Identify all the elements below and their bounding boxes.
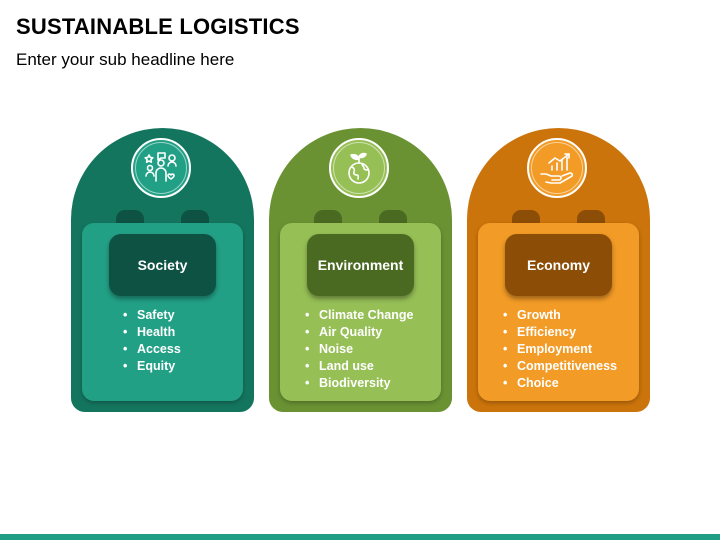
page-title: SUSTAINABLE LOGISTICS [16, 14, 300, 39]
list-item: Air Quality [305, 324, 413, 341]
card-list: Climate Change Air Quality Noise Land us… [305, 307, 413, 392]
environment-card: Environment Climate Change Air Quality N… [269, 128, 452, 412]
list-item: Climate Change [305, 307, 413, 324]
footer-bar [0, 534, 720, 540]
list-item: Health [123, 324, 181, 341]
list-item: Employment [503, 341, 617, 358]
list-item: Access [123, 341, 181, 358]
list-item: Land use [305, 358, 413, 375]
people-network-icon [131, 138, 191, 198]
list-item: Competitiveness [503, 358, 617, 375]
card-list: Safety Health Access Equity [123, 307, 181, 375]
list-item: Biodiversity [305, 375, 413, 392]
globe-sprout-icon [329, 138, 389, 198]
economy-card: Economy Growth Efficiency Employment Com… [467, 128, 650, 412]
card-list: Growth Efficiency Employment Competitive… [503, 307, 617, 392]
card-heading: Economy [505, 234, 612, 296]
page-subtitle: Enter your sub headline here [16, 50, 235, 69]
list-item: Efficiency [503, 324, 617, 341]
card-heading: Environment [307, 234, 414, 296]
list-item: Safety [123, 307, 181, 324]
list-item: Growth [503, 307, 617, 324]
society-card: Society Safety Health Access Equity [71, 128, 254, 412]
hand-growth-chart-icon [527, 138, 587, 198]
card-heading: Society [109, 234, 216, 296]
list-item: Equity [123, 358, 181, 375]
list-item: Noise [305, 341, 413, 358]
list-item: Choice [503, 375, 617, 392]
